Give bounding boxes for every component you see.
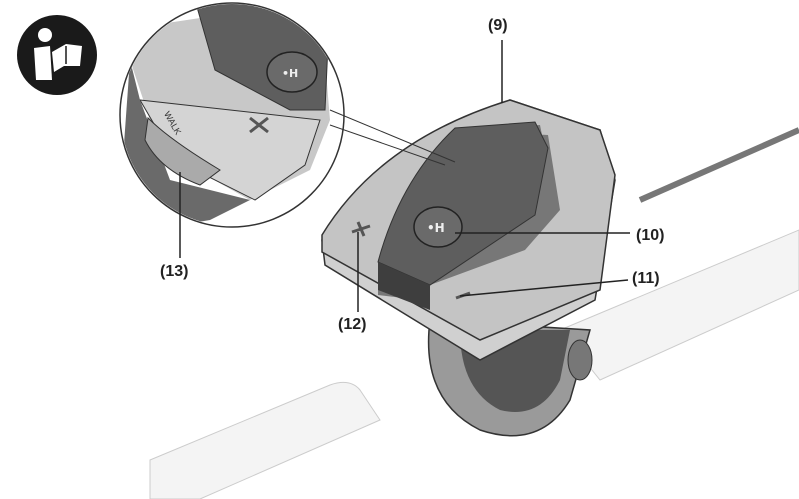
svg-text:•H: •H (282, 67, 298, 80)
walk-assist-button (413, 206, 463, 248)
detail-inset: •H (119, 2, 345, 228)
svg-text:•H: •H (427, 221, 445, 235)
label-11: (11) (632, 270, 660, 287)
label-10: (10) (636, 227, 665, 244)
label-12: (12) (338, 316, 367, 333)
inset-connector (329, 109, 456, 166)
plus-icon (351, 221, 371, 237)
label-9: (9) (488, 17, 508, 34)
leader-lines (179, 40, 630, 312)
control-unit: •H (321, 99, 616, 361)
read-manual-icon (17, 15, 97, 95)
label-13: (13) (160, 263, 189, 280)
